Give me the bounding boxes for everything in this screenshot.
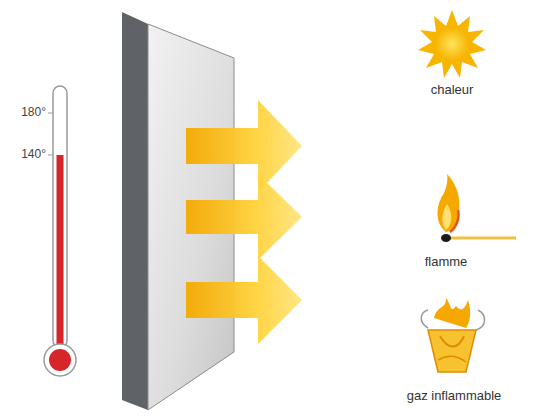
sun-icon	[418, 10, 486, 78]
heat-arrows	[186, 100, 302, 344]
gas-icon	[421, 298, 484, 372]
temperature-mark: 180°	[21, 106, 46, 119]
heat-label: chaleur	[431, 83, 474, 97]
gas-label: gaz inflammable	[407, 389, 502, 403]
match-icon	[438, 174, 517, 242]
thermometer	[44, 86, 76, 376]
flame-label: flamme	[425, 255, 468, 269]
temperature-mark: 140°	[21, 148, 46, 161]
